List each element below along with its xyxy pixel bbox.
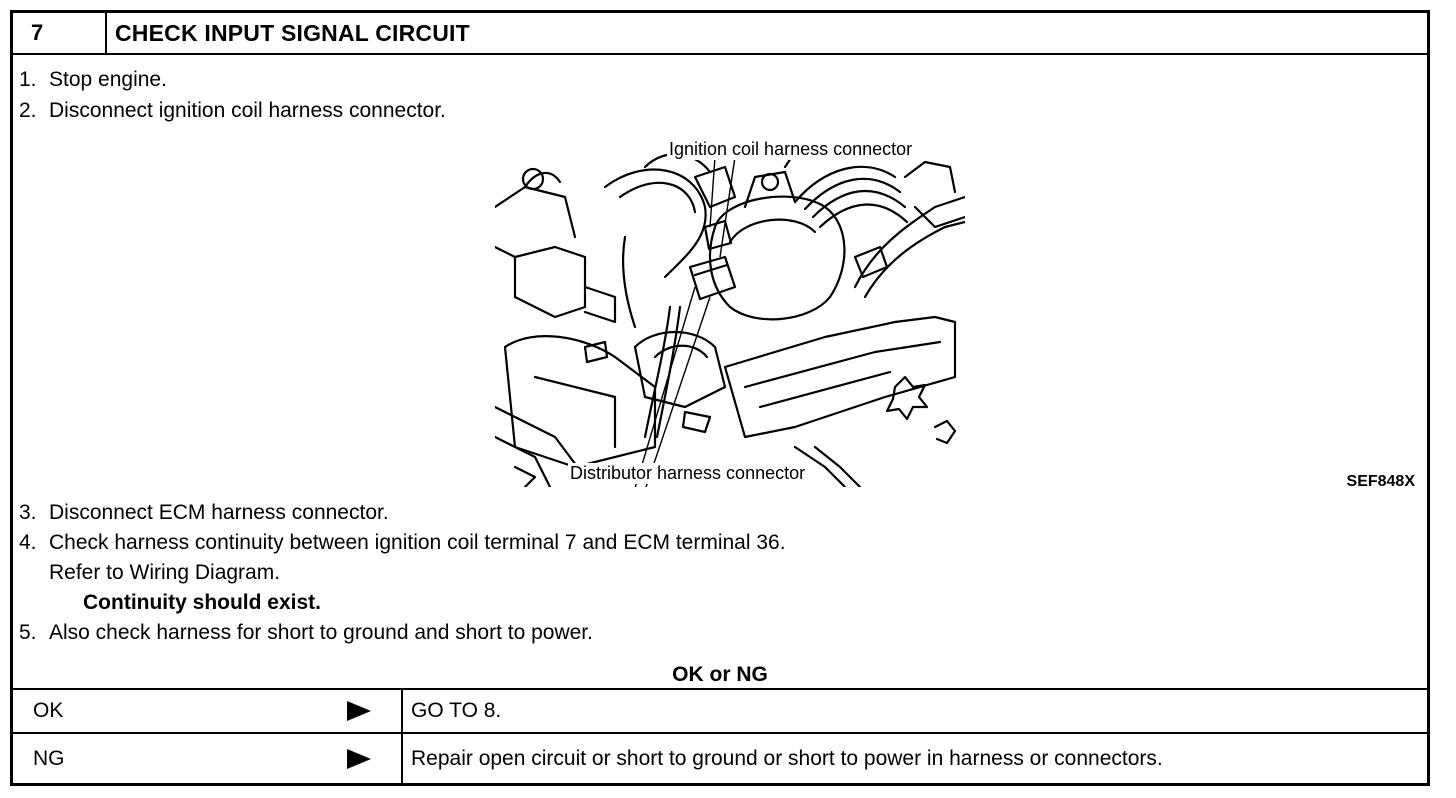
engine-illustration: Ignition coil harness connector Distribu… [493,139,967,506]
distributor-connector-label: Distributor harness connector [568,463,808,484]
instruction-number: 3. [19,501,37,524]
instruction-number: 5. [19,621,37,644]
instruction-4-note: Refer to Wiring Diagram. [49,561,281,584]
instruction-5: 5. Also check harness for short to ground… [13,621,593,645]
result-row-ng: NG Repair open circuit or short to groun… [13,734,1427,783]
instruction-1: 1. Stop engine. [13,68,167,92]
result-row-ok: OK GO TO 8. [13,690,1427,734]
engine-drawing [493,145,967,506]
result-label: NG [33,746,65,770]
instructions-area: 1. Stop engine. 2. Disconnect ignition coi… [13,55,1427,690]
instruction-number: 2. [19,99,37,122]
result-heading: OK or NG [672,663,768,686]
instruction-4: 4. Check harness continuity between ignit… [13,531,786,555]
instruction-number: 1. [19,68,37,91]
step-number: 7 [13,13,107,53]
result-label-cell: OK [13,690,403,732]
instruction-number: 4. [19,531,37,554]
instruction-text: Stop engine. [49,68,167,91]
instruction-text: Disconnect ignition coil harness connect… [49,99,446,122]
instruction-text: Also check harness for short to ground a… [49,621,593,644]
instruction-2: 2. Disconnect ignition coil harness conne… [13,99,446,123]
result-label-cell: NG [13,734,403,783]
result-action: Repair open circuit or short to ground o… [411,746,1163,770]
step-header: 7 CHECK INPUT SIGNAL CIRCUIT [13,13,1427,55]
instruction-text: Disconnect ECM harness connector. [49,501,389,524]
step-title: CHECK INPUT SIGNAL CIRCUIT [115,19,470,46]
arrow-right-icon [347,701,371,721]
instruction-text: Check harness continuity between ignitio… [49,531,786,554]
procedure-frame: 7 CHECK INPUT SIGNAL CIRCUIT 1. Stop engi… [10,10,1430,786]
arrow-right-icon [347,748,371,769]
result-label: OK [33,699,64,722]
continuity-requirement: Continuity should exist. [83,591,322,614]
instruction-3: 3. Disconnect ECM harness connector. [13,501,389,525]
ignition-coil-connector-label: Ignition coil harness connector [667,139,915,160]
figure-id: SEF848X [1346,473,1415,490]
result-action: GO TO 8. [411,699,502,722]
